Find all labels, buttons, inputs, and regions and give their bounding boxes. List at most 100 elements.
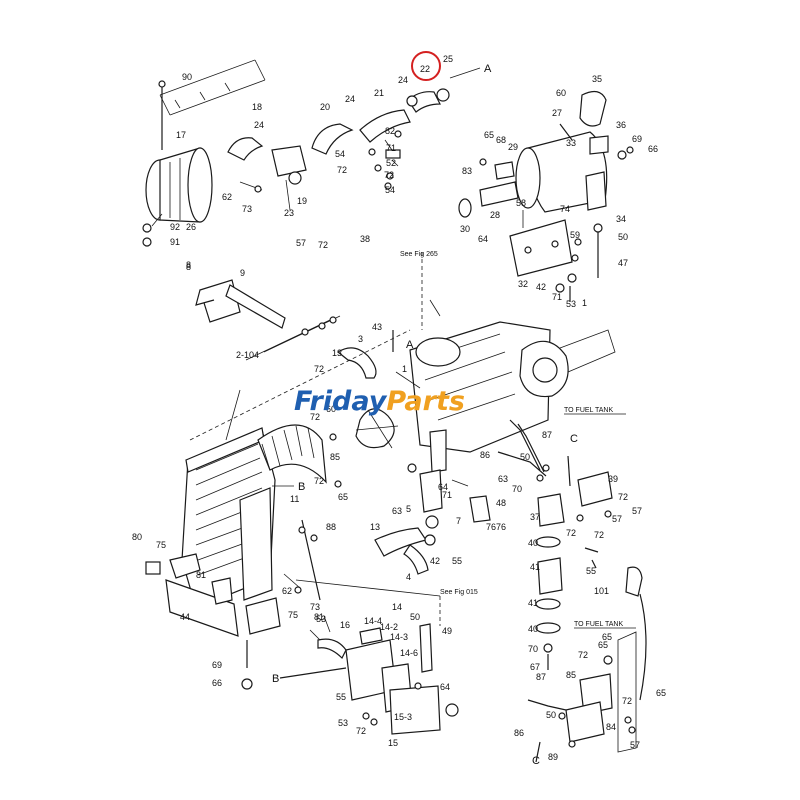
bolt-57-mount [604, 510, 612, 518]
part-label-35: 35 [592, 74, 602, 84]
bolt-59 [574, 238, 582, 246]
bolt-60 [559, 123, 573, 141]
part-label-86: 86 [514, 728, 524, 738]
highlight-circle [411, 51, 441, 81]
connector-C-bottom: C [532, 755, 540, 767]
part-label-41: 41 [530, 562, 540, 572]
note-see-fig-015: See Fig 015 [440, 589, 478, 596]
part-label-63: 63 [392, 506, 402, 516]
rubber-mount-41-top [537, 557, 563, 595]
part-label-69: 69 [632, 134, 642, 144]
part-label-13: 13 [370, 522, 380, 532]
hose-4 [403, 544, 429, 575]
bolt-72-b [318, 322, 326, 330]
hose-16 [317, 638, 347, 660]
leader-92 [151, 213, 163, 227]
connector-A-top-leader [449, 67, 481, 79]
plate-19 [271, 145, 307, 177]
engine-top-cover [415, 337, 461, 367]
rubber-mount-40-top [535, 536, 561, 548]
part-label-9: 9 [240, 268, 245, 278]
part-label-43: 43 [372, 322, 382, 332]
bolt-72-c [329, 316, 337, 324]
part-label-84: 84 [606, 722, 616, 732]
part-label-65: 65 [656, 688, 666, 698]
radiator-group [145, 279, 411, 690]
part-label-65: 65 [598, 640, 608, 650]
clamp-24 [406, 95, 418, 107]
part-label-72: 72 [566, 528, 576, 538]
clip-81 [298, 526, 306, 534]
washer-91 [142, 237, 152, 247]
part-label-7: 7 [456, 516, 461, 526]
tank-cap-14-4 [359, 627, 383, 645]
bolt-64 [414, 682, 422, 690]
part-label-16: 16 [340, 620, 350, 630]
part-label-81: 81 [314, 612, 324, 622]
part-label-55: 55 [452, 556, 462, 566]
hose-49 [419, 623, 433, 673]
part-label-64: 64 [440, 682, 450, 692]
part-label-72: 72 [356, 726, 366, 736]
part-label-75: 75 [156, 540, 166, 550]
nut-71 [567, 273, 577, 283]
clip-50 [558, 712, 566, 720]
tail-pipe-35 [579, 90, 607, 127]
bolt-65-shroud [334, 480, 342, 488]
nut-69 [617, 150, 627, 160]
part-label-73: 73 [242, 204, 252, 214]
part-label-62: 62 [222, 192, 232, 202]
part-label-14-4: 14-4 [364, 616, 382, 626]
part-label-69: 69 [212, 660, 222, 670]
bracket-bolt-a [524, 246, 532, 254]
part-label-28: 28 [490, 210, 500, 220]
nut-63-upper [542, 464, 550, 472]
part-label-92: 92 [170, 222, 180, 232]
part-label-15: 15 [388, 738, 398, 748]
part-label-42: 42 [430, 556, 440, 566]
part-label-59: 59 [570, 230, 580, 240]
mount-bracket-39 [577, 471, 613, 507]
clip-89 [568, 740, 576, 748]
part-label-91: 91 [170, 237, 180, 247]
clamp-19 [288, 171, 302, 185]
part-label-24: 24 [398, 75, 408, 85]
part-label-71: 71 [386, 143, 396, 153]
part-label-65: 65 [338, 492, 348, 502]
part-label-76: 76 [486, 522, 496, 532]
part-label-87: 87 [536, 672, 546, 682]
part-label-55: 55 [336, 692, 346, 702]
bracket-hatching [174, 82, 231, 109]
fuel-line-87-lower [527, 699, 567, 711]
part-label-37: 37 [530, 512, 540, 522]
part-label-83: 83 [462, 166, 472, 176]
part-label-60: 60 [556, 88, 566, 98]
engine-leaders [395, 299, 441, 389]
mount-bracket-37 [537, 493, 565, 527]
leader-tank-top [295, 579, 441, 597]
connector-B-radiator: B [298, 481, 305, 493]
clamp-42 [424, 534, 436, 546]
bolt-72-lower [584, 547, 599, 553]
pipe-21 [359, 109, 411, 143]
washer-73-rad [294, 586, 302, 594]
part-label-50: 50 [410, 612, 420, 622]
part-label-29: 29 [508, 142, 518, 152]
part-label-72: 72 [310, 412, 320, 422]
connector-C-right: C [570, 433, 578, 445]
exhaust-pipe-28 [479, 181, 519, 207]
leader-23 [285, 179, 291, 211]
nut-57 [571, 254, 579, 262]
part-label-1: 1 [582, 298, 587, 308]
part-label-8: 8 [186, 260, 191, 270]
part-label-101: 101 [594, 586, 609, 596]
watermark-friday: FridayParts [294, 386, 465, 417]
nut-70-upper [536, 474, 544, 482]
part-label-82: 82 [385, 126, 395, 136]
part-label-21: 21 [374, 88, 384, 98]
nut-70 [543, 643, 553, 653]
part-label-25: 25 [443, 54, 453, 64]
hanger-101 [625, 566, 643, 597]
part-label-20: 20 [320, 102, 330, 112]
